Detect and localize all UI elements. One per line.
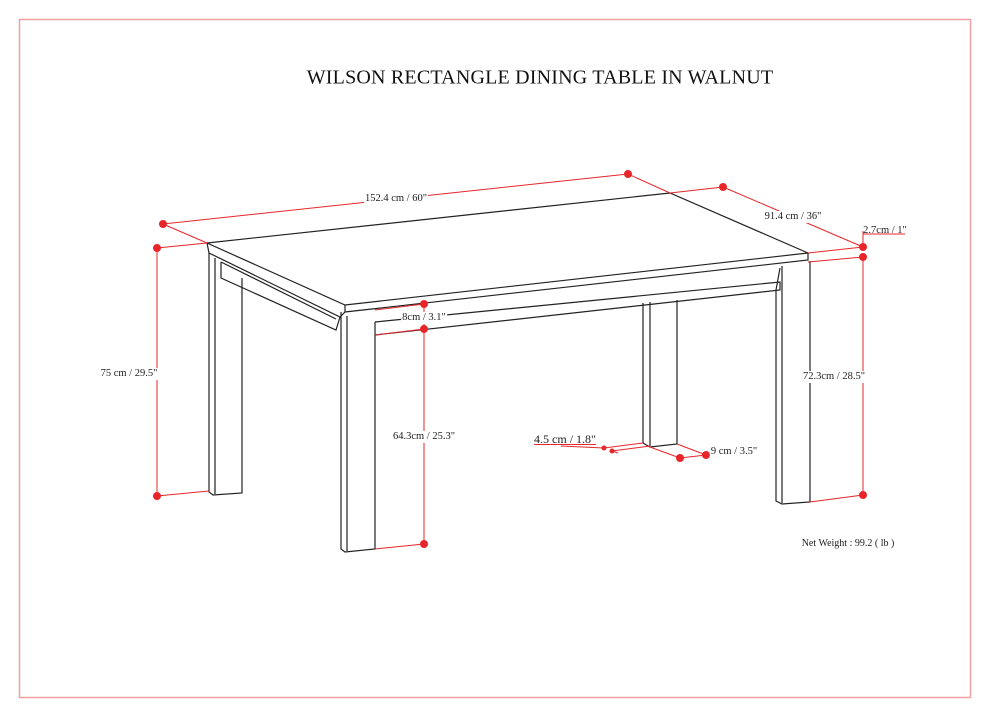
dimension-dot [153,492,161,500]
total-height-label: 75 cm / 29.5" [99,368,159,380]
dimension-dot [624,170,632,178]
apron-height-label: 8cm / 3.1" [401,312,447,324]
back-left-leg [208,253,243,496]
leg-height-label: 72.3cm / 28.5" [801,371,867,383]
top-thickness-label: 2.7cm / 1" [863,225,907,236]
back-right-leg [642,300,678,448]
dimension-dot [676,454,684,462]
front-right-leg [775,261,811,505]
depth-label: 91.4 cm / 36" [763,211,823,223]
page-border [18,18,972,699]
page-title: WILSON RECTANGLE DINING TABLE IN WALNUT [306,66,774,89]
dimension-dot [420,300,428,308]
apron-clearance-label: 64.3cm / 25.3" [391,431,457,443]
dimension-dot [420,540,428,548]
table-top-edge [206,242,809,318]
dimension-dot [420,325,428,333]
dimension-dot [702,451,710,459]
length-label: 152.4 cm / 60" [363,193,429,205]
leg-inset-label: 4.5 cm / 1.8" [534,432,596,446]
dimension-dot [153,244,161,252]
left-apron [220,262,341,331]
leg-width-label: 9 cm / 3.5" [709,446,759,458]
dimension-dot [859,491,867,499]
dimension-dot [719,183,727,191]
dimension-dot [159,220,167,228]
net-weight-label: Net Weight : 99.2 ( lb ) [800,538,896,550]
dimension-dot [859,253,867,261]
front-apron [374,281,781,336]
table-drawing [204,192,811,553]
dimension-dot [609,448,615,454]
dimension-dot [601,445,607,451]
front-left-leg [340,312,376,553]
dimension-dot [859,243,867,251]
